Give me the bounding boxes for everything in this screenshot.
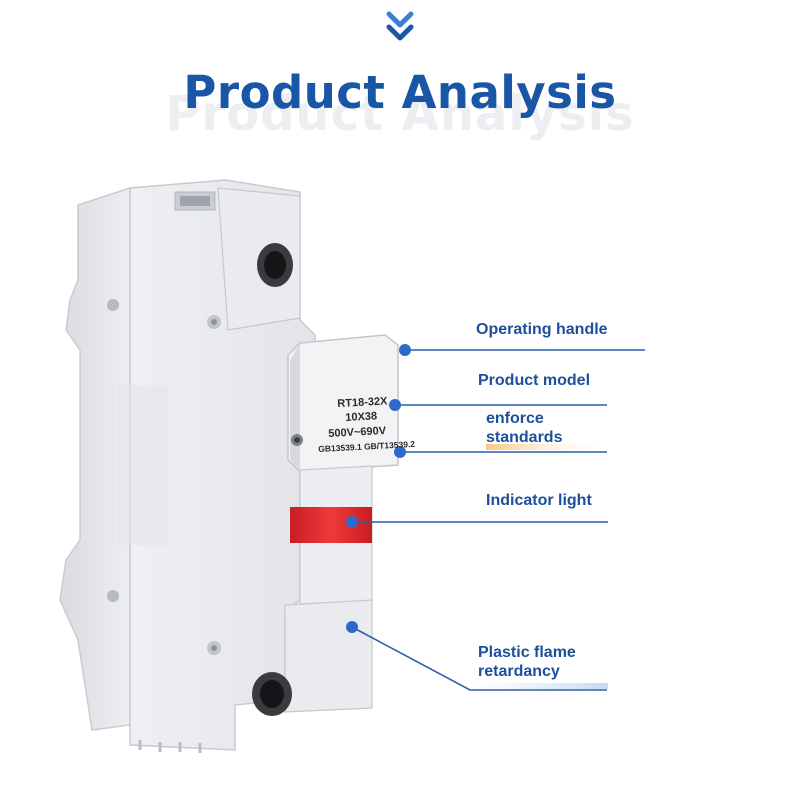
label-enforce-standards: enforce standards [486,409,562,447]
dot-plastic-flame [346,621,358,633]
label-enforce-standards-line1: enforce [486,410,544,427]
fuse-size-text: 10X38 [345,410,378,424]
double-chevron-down-icon [386,11,414,41]
label-indicator-light: Indicator light [486,492,592,509]
title-watermark: Product Analysis [165,86,635,142]
indicator-light [290,507,372,543]
label-product-model: Product model [478,372,591,389]
dot-product-model [389,399,401,411]
label-plastic-flame: Plastic flame retardancy [478,643,576,681]
label-plastic-flame-line2: retardancy [478,663,560,680]
dot-indicator-light [346,516,358,528]
label-enforce-standards-line2: standards [486,429,563,446]
label-plastic-flame-line1: Plastic flame [478,644,576,661]
dot-enforce-standards [394,446,406,458]
dot-operating-handle [399,344,411,356]
leader-plastic-flame [351,626,607,691]
page-title: Product Analysis [183,66,617,119]
label-operating-handle: Operating handle [476,321,608,338]
